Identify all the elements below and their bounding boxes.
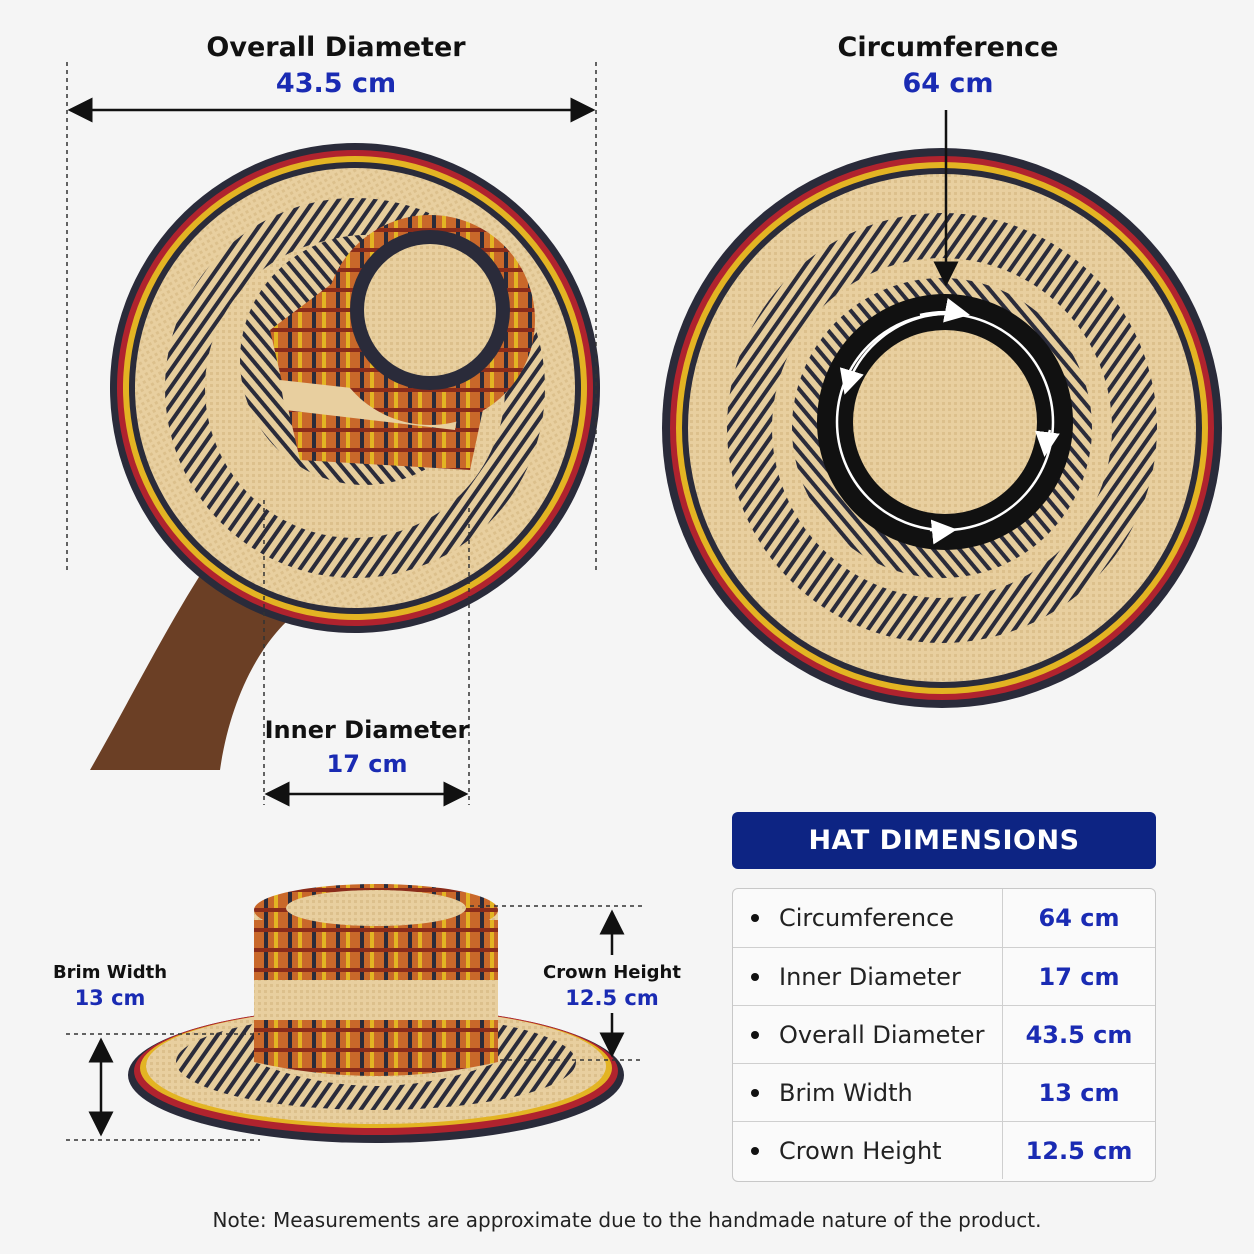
inner-diameter-title: Inner Diameter — [264, 716, 470, 744]
crown-height-value: 12.5 cm — [565, 986, 659, 1010]
bullet-icon — [751, 1030, 759, 1039]
circumference-value: 64 cm — [902, 68, 994, 99]
table-row: Overall Diameter 43.5 cm — [733, 1005, 1155, 1063]
table-row: Inner Diameter 17 cm — [733, 947, 1155, 1005]
brim-width-value: 13 cm — [74, 986, 146, 1010]
bullet-icon — [751, 972, 759, 981]
hat-top-view — [90, 142, 600, 770]
bullet-icon — [751, 914, 759, 922]
inner-diameter-value: 17 cm — [326, 750, 408, 778]
crown-height-title: Crown Height — [543, 962, 681, 983]
table-row: Brim Width 13 cm — [733, 1063, 1155, 1121]
row-value: 64 cm — [1038, 904, 1120, 932]
row-label: Inner Diameter — [779, 962, 961, 991]
brim-width-title: Brim Width — [52, 962, 168, 983]
row-label: Crown Height — [779, 1136, 942, 1165]
circumference-title: Circumference — [837, 32, 1059, 63]
row-label: Brim Width — [779, 1078, 913, 1107]
row-value: 17 cm — [1038, 962, 1120, 991]
row-label: Overall Diameter — [779, 1020, 985, 1049]
overall-diameter-value: 43.5 cm — [275, 68, 397, 99]
bullet-icon — [751, 1088, 759, 1097]
hat-dimensions-header: HAT DIMENSIONS — [732, 812, 1156, 869]
hat-side-view — [128, 884, 624, 1143]
table-row: Crown Height 12.5 cm — [733, 1121, 1155, 1179]
row-value: 12.5 cm — [1025, 1136, 1133, 1165]
row-value: 13 cm — [1038, 1078, 1120, 1107]
bullet-icon — [751, 1146, 759, 1155]
overall-diameter-title: Overall Diameter — [206, 32, 466, 63]
measurement-note: Note: Measurements are approximate due t… — [212, 1208, 1042, 1232]
row-label: Circumference — [779, 904, 955, 932]
table-row: Circumference 64 cm — [733, 889, 1155, 947]
hand-arm — [90, 560, 300, 770]
hat-underside-view — [662, 148, 1222, 708]
row-value: 43.5 cm — [1025, 1020, 1133, 1049]
hat-dimensions-table: Circumference 64 cm Inner Diameter 17 cm… — [732, 888, 1156, 1182]
